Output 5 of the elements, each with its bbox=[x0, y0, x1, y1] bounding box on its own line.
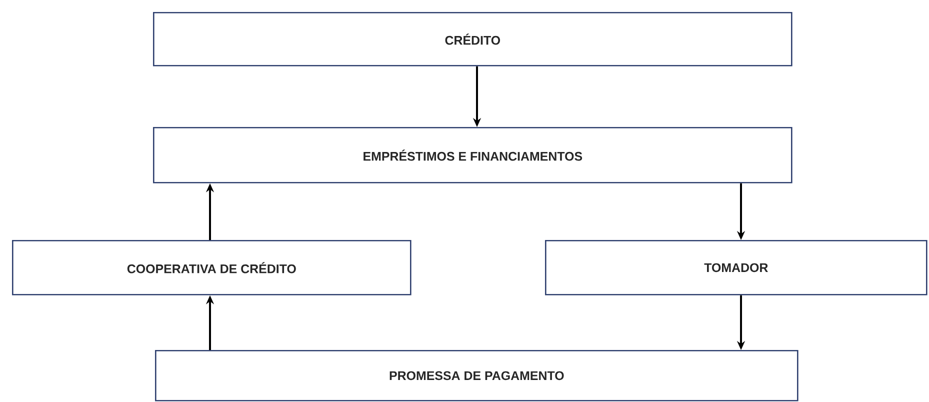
process-box: CRÉDITO bbox=[153, 12, 792, 66]
process-box: COOPERATIVA DE CRÉDITO bbox=[12, 240, 412, 296]
process-box: EMPRÉSTIMOS E FINANCIAMENTOS bbox=[153, 127, 792, 184]
process-box: PROMESSA DE PAGAMENTO bbox=[155, 350, 798, 402]
process-box: TOMADOR bbox=[545, 240, 928, 296]
